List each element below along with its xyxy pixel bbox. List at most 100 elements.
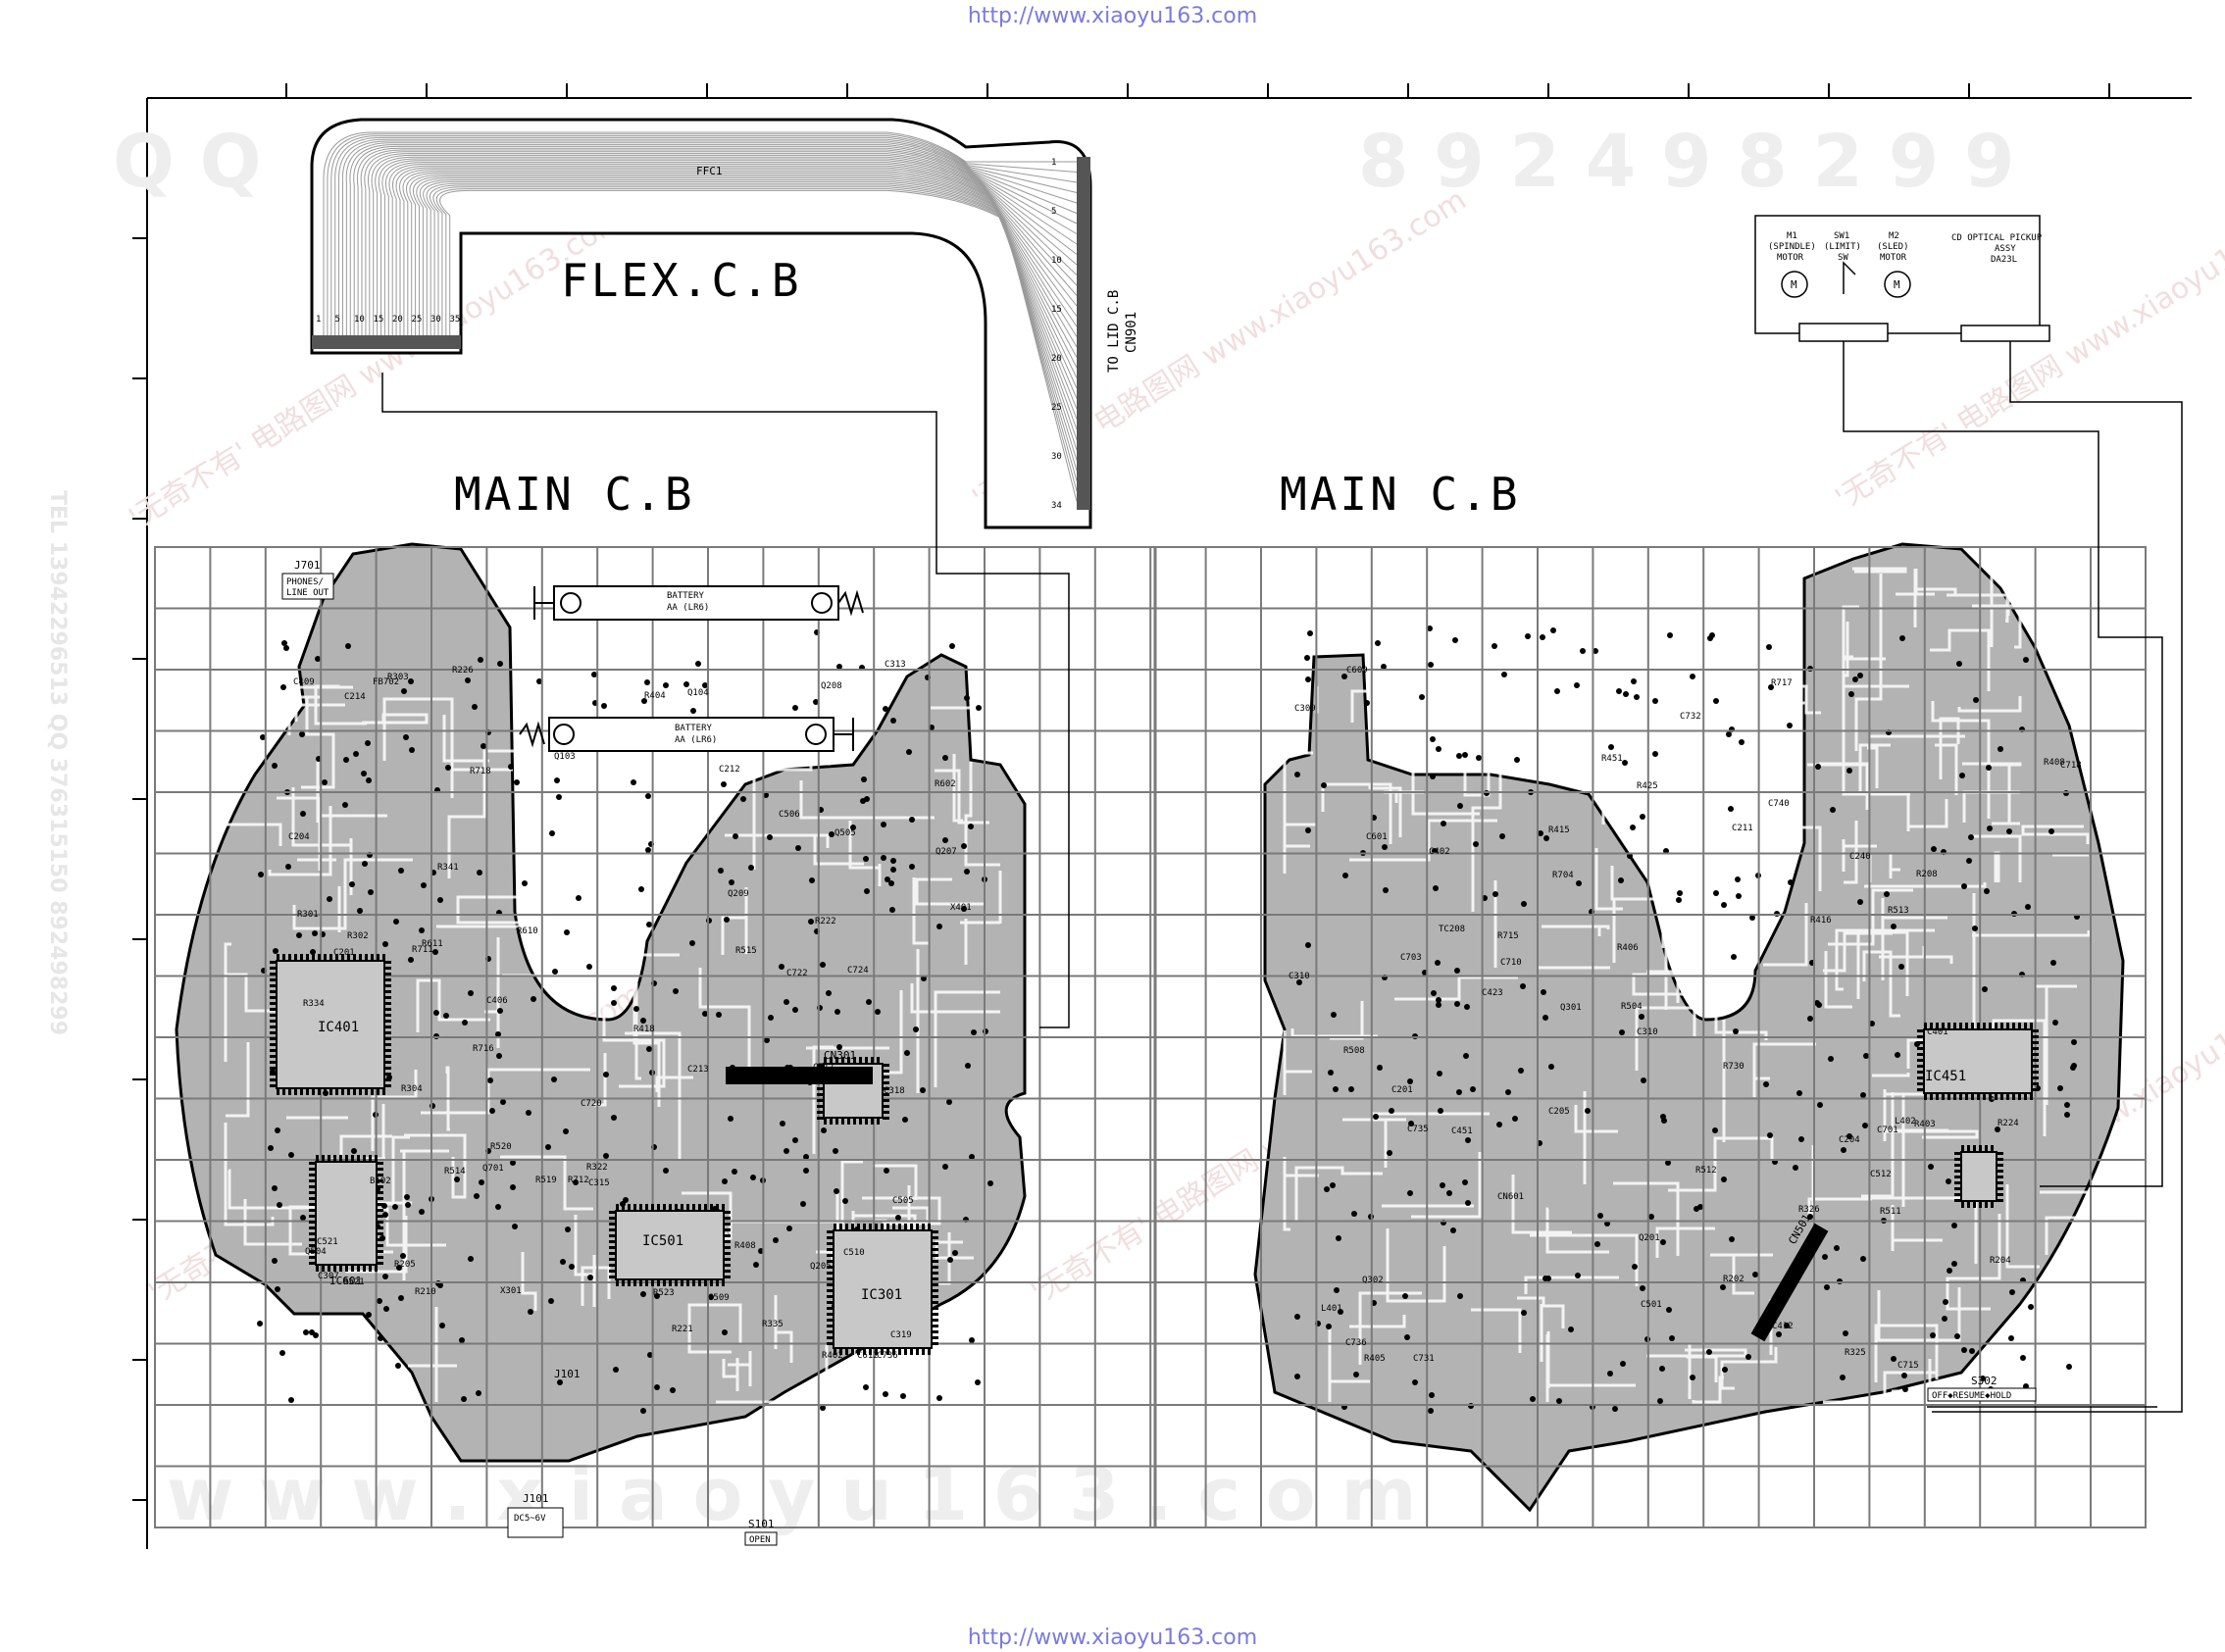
board-pad [1543, 835, 1549, 841]
cn601-connector-pin [1954, 1199, 1961, 1202]
board-pad [1862, 1123, 1868, 1128]
board-pad [401, 688, 407, 694]
ffc-pin-right: 25 [1051, 403, 1062, 413]
board-pad [1492, 643, 1497, 649]
board-pad [1817, 1102, 1823, 1108]
ic301-chip-pin [932, 1295, 938, 1298]
ic601-label: IC601 [329, 1275, 362, 1287]
ic401-chip-pin [306, 954, 309, 961]
component-ref-left: R402 [822, 1351, 843, 1361]
ffc-pin-right: 1 [1051, 158, 1056, 168]
cn601-connector-pin [1997, 1152, 2003, 1155]
board-trace [1867, 746, 1879, 788]
header-url[interactable]: http://www.xiaoyu163.com [967, 4, 1258, 28]
board-pad [2048, 828, 2054, 834]
watermark-side: TEL 13942296513 QQ 376315150 892498299 [45, 490, 70, 1035]
m1-motor-icon [1781, 271, 1808, 298]
component-ref-left: C722 [786, 969, 808, 978]
ic401-chip-pin [384, 1084, 391, 1087]
board-trace [1349, 1315, 1406, 1328]
board-pad [1436, 997, 1441, 1003]
board-pad [1492, 891, 1498, 897]
board-pad [1326, 1324, 1332, 1329]
board-trace [1612, 850, 1657, 963]
ic601-chip-pin [377, 1244, 383, 1247]
ic451-chip-pin [2032, 1088, 2039, 1091]
ic401-chip-pin [270, 961, 277, 964]
ffc-pin-left: 30 [430, 315, 441, 325]
board-pad [1961, 1347, 1967, 1353]
board-pad [942, 837, 948, 843]
footer-url[interactable]: http://www.xiaoyu163.com [967, 1626, 1258, 1650]
board-pad [285, 864, 291, 870]
flex-trace [364, 151, 1078, 338]
board-pad [1972, 926, 1978, 931]
board-pad [1463, 1053, 1469, 1059]
ic501-chip-pin [609, 1240, 616, 1243]
board-pad [1521, 1310, 1527, 1316]
board-pad [1438, 1108, 1443, 1114]
board-pad [1788, 879, 1794, 885]
board-trace [1511, 1175, 1572, 1234]
ic601-chip-pin [309, 1215, 316, 1218]
board-pad [833, 1148, 838, 1154]
ic401-chip-pin [353, 954, 356, 961]
ic501-chip-pin [724, 1217, 731, 1220]
board-pad [1830, 807, 1836, 813]
board-pad [1869, 1021, 1875, 1026]
board-trace [698, 968, 751, 1076]
ic601-chip-pin [316, 1265, 319, 1272]
ic601-chip-pin [357, 1155, 360, 1162]
ic601-chip-pin [377, 1179, 383, 1182]
board-trace [416, 978, 490, 1032]
board-pad [508, 764, 514, 770]
board-pad [439, 1323, 445, 1328]
ic501-chip-pin [692, 1279, 695, 1286]
board-pad [495, 1204, 501, 1210]
board-pad [1430, 774, 1436, 779]
board-pad [646, 1046, 652, 1052]
ic401-chip-pin [270, 1031, 277, 1034]
board-trace [255, 684, 322, 699]
ic301-chip-pin [881, 1224, 884, 1230]
board-pad [1618, 877, 1624, 883]
ic401-chip-pin [270, 1043, 277, 1046]
component-ref-left: C214 [344, 692, 366, 702]
ic401-chip-pin [300, 1088, 303, 1095]
board-pad [654, 1384, 660, 1390]
board-pad [382, 1212, 388, 1218]
board-pad [904, 1050, 910, 1056]
board-pad [1607, 1371, 1613, 1377]
component-ref-left: R302 [347, 931, 369, 941]
board-pad [1620, 1361, 1626, 1367]
board-pad [1660, 1239, 1666, 1245]
cn501-connector [1750, 1223, 1829, 1342]
component-ref-left: R210 [415, 1287, 436, 1297]
board-trace [500, 1155, 593, 1211]
board-pad [1496, 1122, 1502, 1127]
board-trace [1913, 569, 1957, 627]
board-trace [1358, 1291, 1422, 1365]
board-pad [1305, 676, 1311, 682]
component-ref-right: R406 [1617, 943, 1639, 953]
board-trace [1328, 1327, 1370, 1402]
ic601-chip-pin [351, 1155, 354, 1162]
board-pad [1763, 1081, 1769, 1087]
component-ref-left: R712 [568, 1176, 589, 1185]
board-pad [753, 1262, 759, 1268]
ic451-chip-pin [2032, 1029, 2039, 1032]
ic301-chip-pin [932, 1342, 938, 1345]
component-ref-left: Q207 [936, 847, 957, 857]
ic301-aux-pin [853, 1057, 856, 1064]
ic401-chip-pin [384, 1078, 391, 1081]
board-trace [1542, 925, 1610, 936]
flex-trace [439, 189, 1078, 502]
ic501-chip-pin [681, 1279, 683, 1286]
ic601-chip-pin [369, 1155, 372, 1162]
component-ref-right: R202 [1723, 1275, 1745, 1284]
board-trace [421, 1068, 590, 1115]
board-trace [1835, 928, 1935, 991]
ic401-chip-pin [384, 990, 391, 993]
ic301-aux-pin [871, 1057, 874, 1064]
ic601-chip-pin [309, 1191, 316, 1194]
